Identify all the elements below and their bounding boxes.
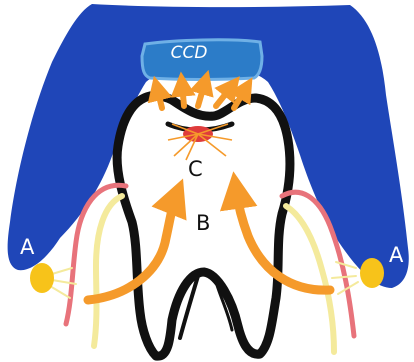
- label-a-right: A: [389, 243, 404, 267]
- label-c: C: [188, 157, 203, 181]
- led-dot-left: [30, 263, 54, 293]
- fiber-left-yellow: [94, 196, 122, 346]
- led-dot-right: [360, 258, 384, 288]
- ccd-label: CCD: [171, 43, 208, 63]
- label-b: B: [196, 211, 210, 235]
- fiber-right-yellow: [286, 206, 334, 352]
- label-a-left: A: [20, 235, 35, 259]
